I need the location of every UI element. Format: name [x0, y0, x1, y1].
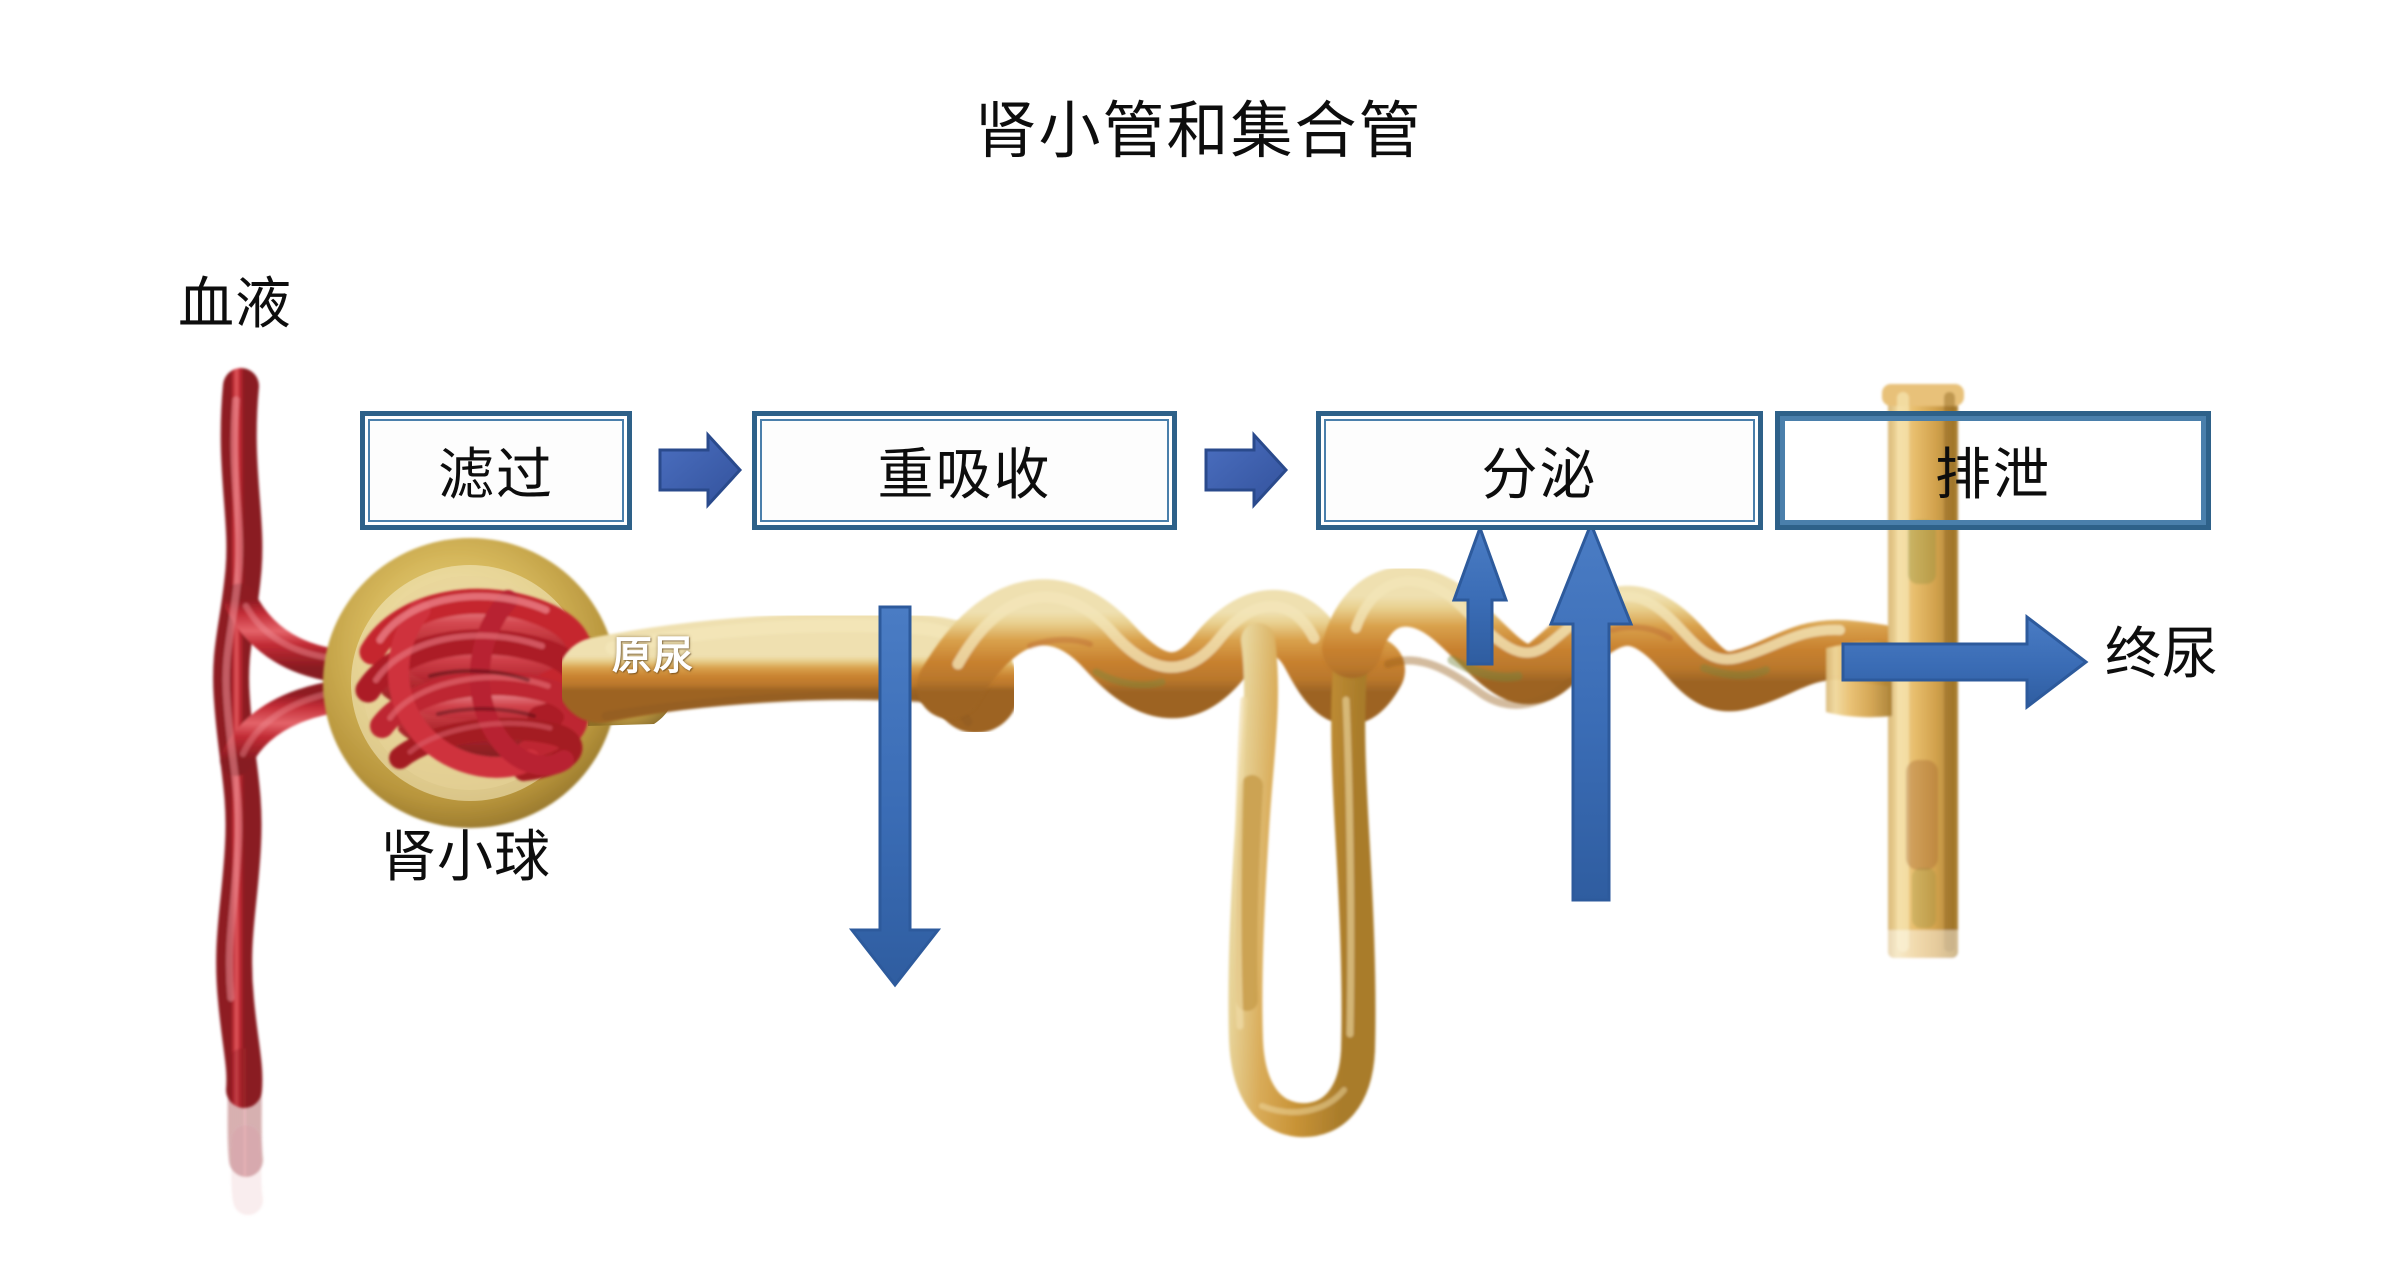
stage-label-excretion: 排泄 — [1935, 443, 2051, 508]
label-final-urine: 终尿 — [2105, 622, 2219, 687]
label-glomerulus: 肾小球 — [380, 825, 551, 890]
stage-label-secretion: 分泌 — [1481, 443, 1598, 508]
stage-box-reabsorption: 重吸收 — [752, 411, 1177, 530]
page-title: 肾小管和集合管 — [974, 94, 1423, 167]
stage-box-excretion: 排泄 — [1775, 411, 2211, 530]
reabsorption-down-arrow — [848, 605, 942, 988]
label-primary-urine: 原尿 — [612, 633, 694, 679]
loop-of-henle — [917, 579, 1405, 1138]
secretion-up-arrow-short — [1451, 523, 1509, 666]
excretion-right-arrow — [1841, 613, 2089, 711]
label-blood: 血液 — [178, 272, 292, 337]
stage-label-reabsorption: 重吸收 — [877, 443, 1052, 508]
reabsorption-to-secretion-arrow — [1204, 431, 1289, 509]
filtration-to-reabsorption-arrow — [658, 431, 743, 509]
stage-box-filtration: 滤过 — [360, 411, 632, 530]
stage-box-secretion: 分泌 — [1316, 411, 1763, 530]
secretion-up-arrow-long — [1548, 519, 1634, 902]
stage-label-filtration: 滤过 — [438, 443, 554, 508]
